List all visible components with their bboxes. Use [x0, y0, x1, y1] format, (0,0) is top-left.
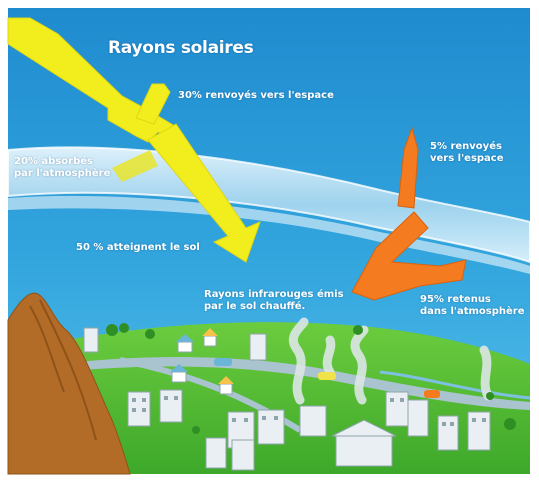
label-ir-retained: 95% retenus dans l'atmosphère: [420, 294, 525, 318]
sunlight-arrow: [7, 17, 179, 143]
houses: [170, 328, 234, 395]
label-reach-ground: 50 % atteignent le sol: [76, 242, 200, 253]
infrared-arrows: [351, 126, 467, 301]
label-ir-retained-line1: 95% retenus: [420, 294, 491, 305]
label-ir-escape-line2: vers l'espace: [430, 153, 504, 164]
label-infrared-line1: Rayons infrarouges émis: [204, 289, 344, 300]
label-absorbed-atmosphere: 20% absorbés par l'atmosphère: [14, 156, 110, 180]
label-reflected-space: 30% renvoyés vers l'espace: [178, 90, 334, 101]
label-absorbed-line2: par l'atmosphère: [14, 168, 111, 179]
smoke-plumes: [288, 317, 493, 405]
label-ir-retained-line2: dans l'atmosphère: [420, 306, 525, 317]
label-absorbed-line1: 20% absorbés: [14, 156, 93, 167]
diagram-title: Rayons solaires: [108, 38, 254, 58]
label-infrared: Rayons infrarouges émis par le sol chauf…: [204, 289, 344, 313]
windows: [132, 396, 486, 426]
sunlight-ground-arrow: [112, 123, 261, 263]
cars: [214, 358, 440, 398]
label-ir-escape: 5% renvoyés vers l'espace: [430, 141, 504, 165]
trees: [106, 323, 516, 434]
mountain: [7, 292, 131, 475]
label-ir-escape-line1: 5% renvoyés: [430, 141, 502, 152]
label-infrared-line2: par le sol chauffé.: [204, 301, 306, 312]
